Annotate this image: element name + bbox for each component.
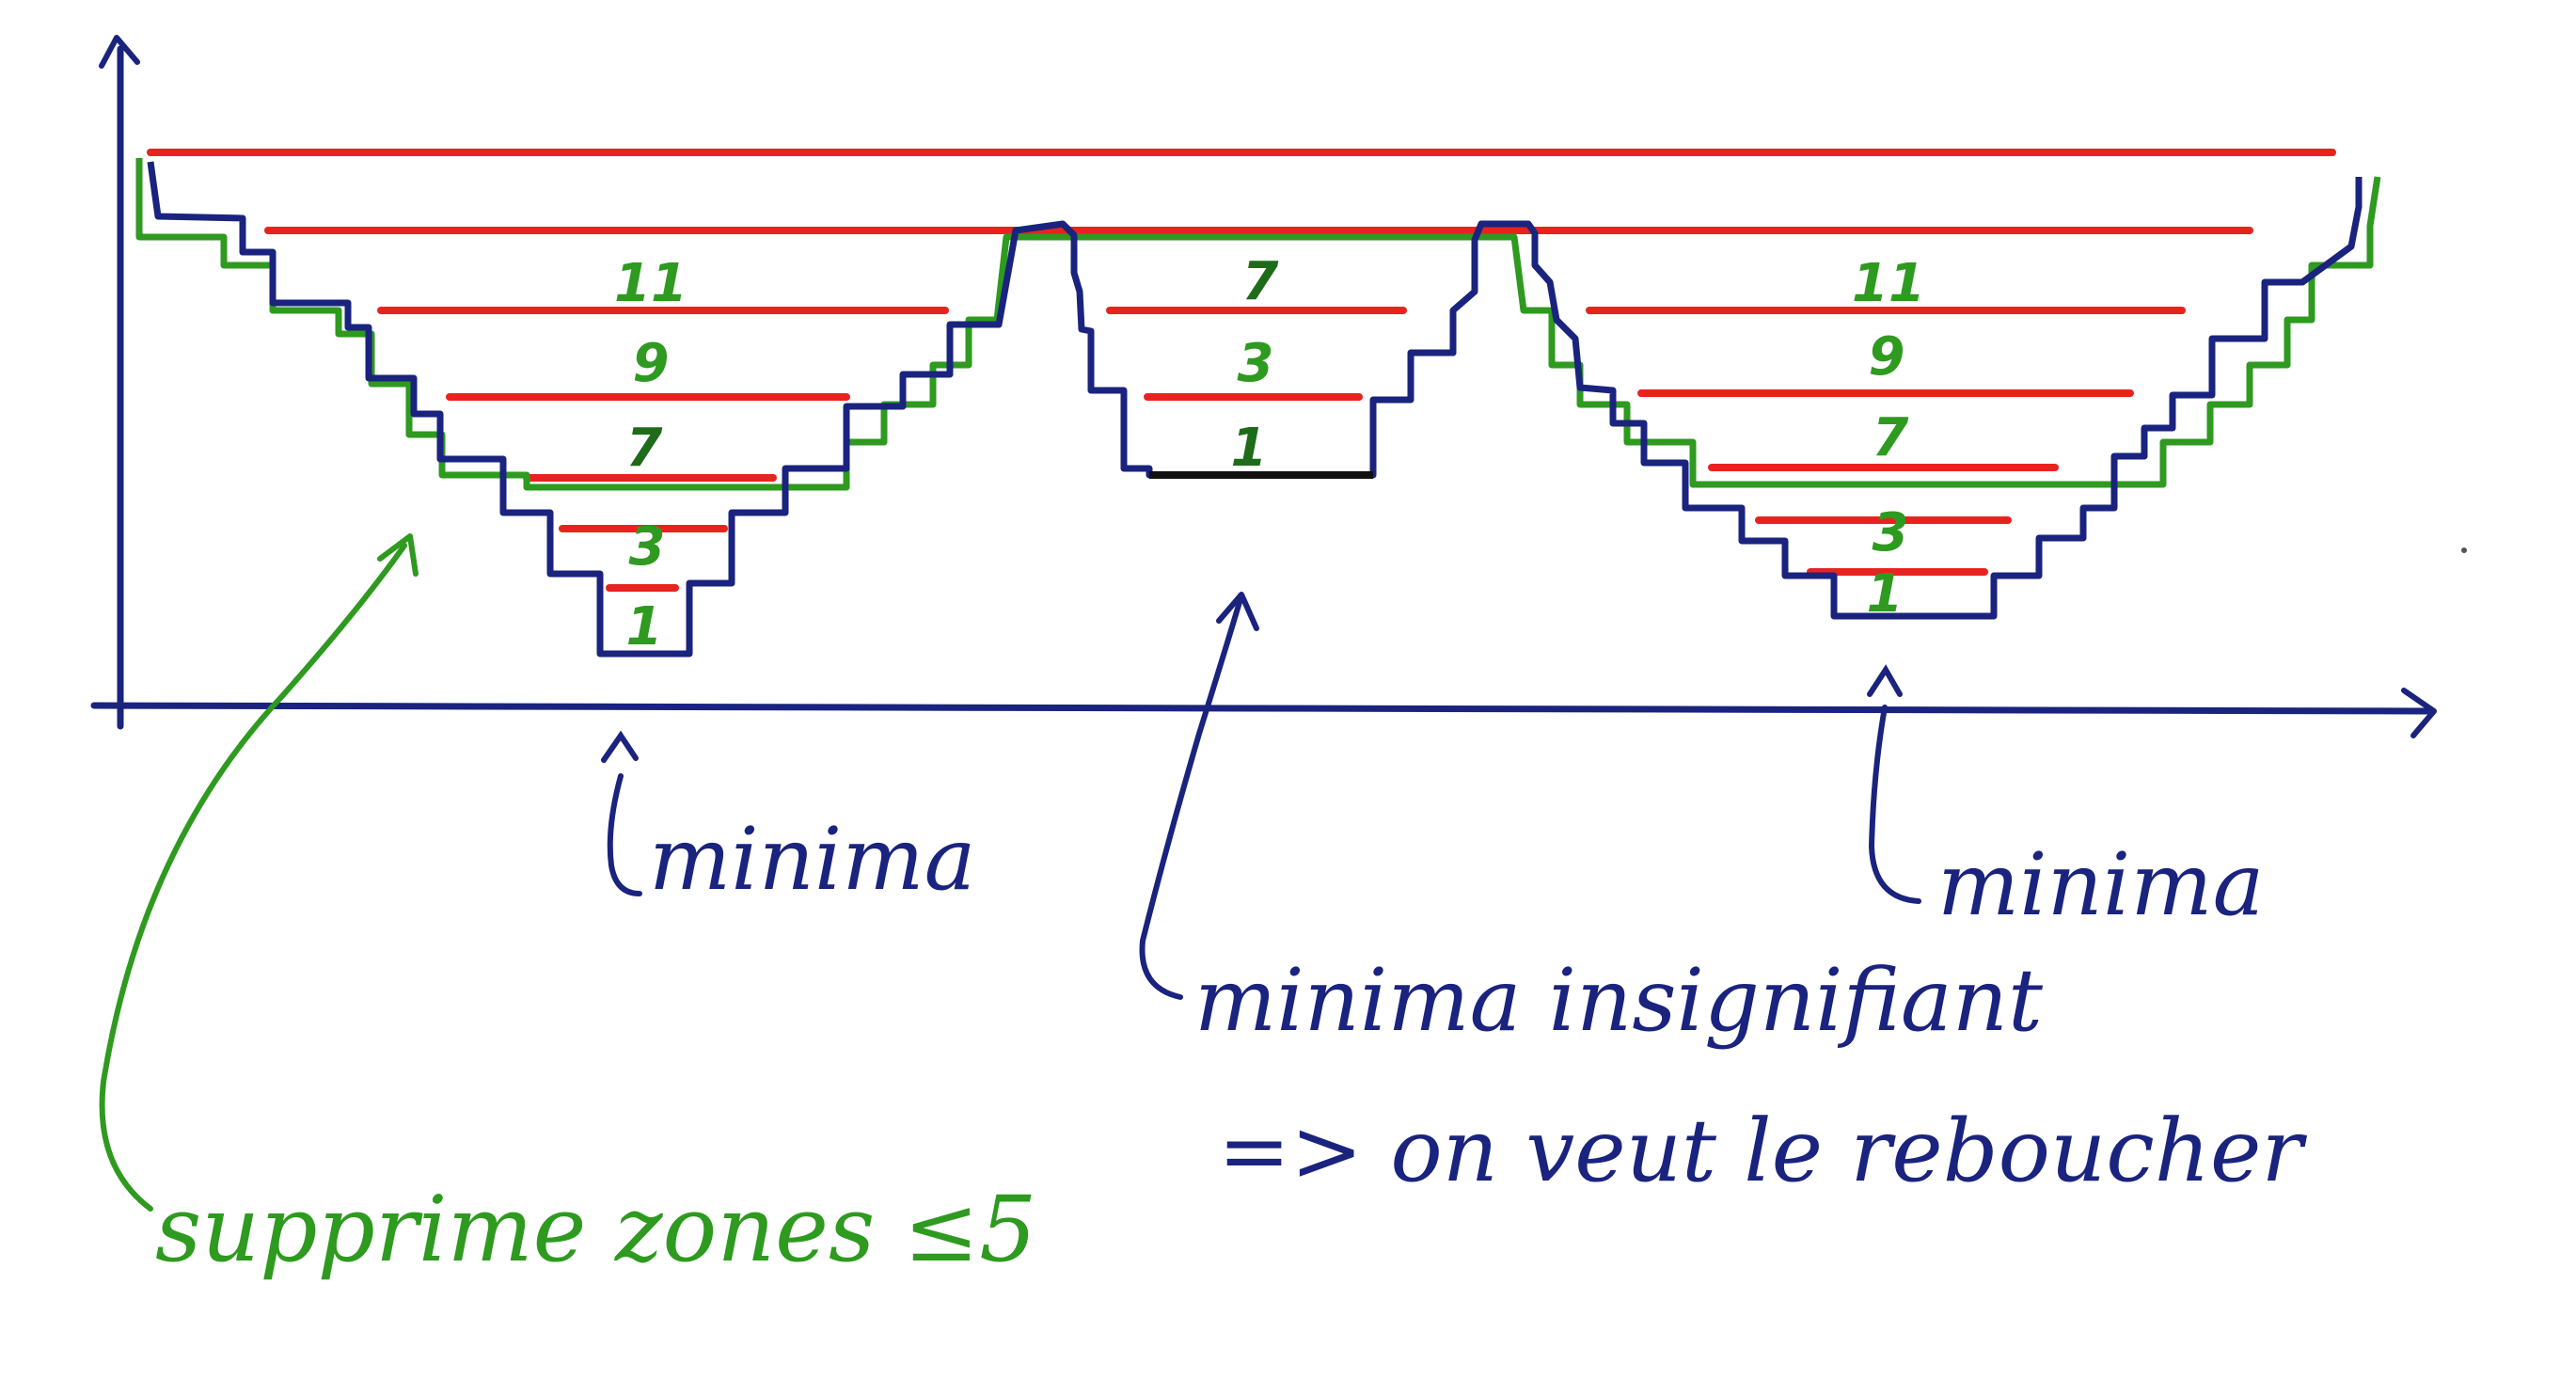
middle-number-1: 1 (1231, 418, 1268, 479)
minima-right-annotation: minima (1867, 664, 2264, 935)
y-axis-arrow-icon (99, 35, 140, 69)
left-basin-numbers: 11 9 7 3 1 (614, 253, 687, 658)
minima-left-caret-icon (601, 730, 639, 763)
left-number-3: 3 (629, 516, 666, 578)
insignificant-arrowhead-icon (1216, 592, 1259, 631)
green-arrowhead-icon (377, 533, 419, 577)
left-number-7: 7 (626, 418, 663, 479)
green-note-label: supprime zones ≤5 (155, 1177, 1036, 1282)
insignificant-line1: minima insignifiant (1194, 950, 2044, 1051)
middle-number-3: 3 (1238, 333, 1274, 394)
left-number-11: 11 (614, 253, 687, 314)
minima-left-annotation: minima (601, 730, 975, 910)
middle-basin-numbers: 7 3 1 (1231, 251, 1279, 479)
right-basin-numbers: 11 9 7 3 1 (1852, 253, 1925, 625)
red-level-lines (147, 149, 2336, 592)
blue-relief-curve (147, 161, 2363, 658)
axes (90, 35, 2437, 738)
green-arrow (99, 543, 407, 1212)
minima-left-label: minima (649, 809, 975, 910)
left-number-1: 1 (626, 596, 663, 658)
x-axis-arrow-icon (2401, 688, 2437, 738)
minima-right-label: minima (1937, 834, 2264, 935)
middle-number-7: 7 (1242, 251, 1279, 312)
right-number-7: 7 (1873, 407, 1909, 468)
minima-left-hook (607, 773, 642, 896)
stray-dot (2461, 547, 2467, 553)
left-number-9: 9 (633, 333, 670, 394)
right-number-3: 3 (1873, 502, 1909, 563)
right-number-11: 11 (1852, 253, 1925, 314)
green-suppress-annotation: supprime zones ≤5 (99, 533, 1036, 1282)
right-number-1: 1 (1867, 563, 1904, 625)
insignificant-arrow (1139, 599, 1242, 1000)
minima-right-hook (1868, 705, 1921, 904)
minima-right-caret-icon (1867, 664, 1903, 697)
x-axis (90, 702, 2430, 715)
right-number-9: 9 (1869, 326, 1905, 388)
insignificant-line2: => on veut le reboucher (1218, 1101, 2307, 1201)
insignificant-minima-annotation: minima insignifiant => on veut le rebouc… (1139, 592, 2307, 1201)
